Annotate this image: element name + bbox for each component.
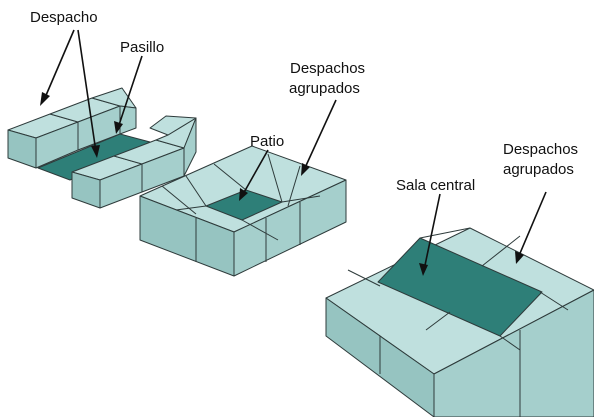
label-pasillo: Pasillo — [120, 39, 164, 56]
arrows — [40, 29, 547, 276]
front-row-offices — [71, 115, 197, 209]
back-row-offices — [7, 87, 137, 169]
model-corridor-offices — [7, 87, 197, 209]
label-despachos-agrupados-2-line1: Despachos — [503, 141, 578, 158]
label-despachos-agrupados-2-line2: agrupados — [503, 161, 574, 178]
label-sala-central: Sala central — [396, 177, 475, 194]
label-despachos-agrupados-1-line1: Despachos — [290, 60, 365, 77]
central-room — [377, 237, 543, 337]
label-despacho: Despacho — [30, 9, 98, 26]
label-patio: Patio — [250, 133, 284, 150]
model-central-room-offices — [325, 227, 594, 417]
label-despachos-agrupados-1-line2: agrupados — [289, 80, 360, 97]
model-courtyard-offices — [139, 145, 347, 277]
